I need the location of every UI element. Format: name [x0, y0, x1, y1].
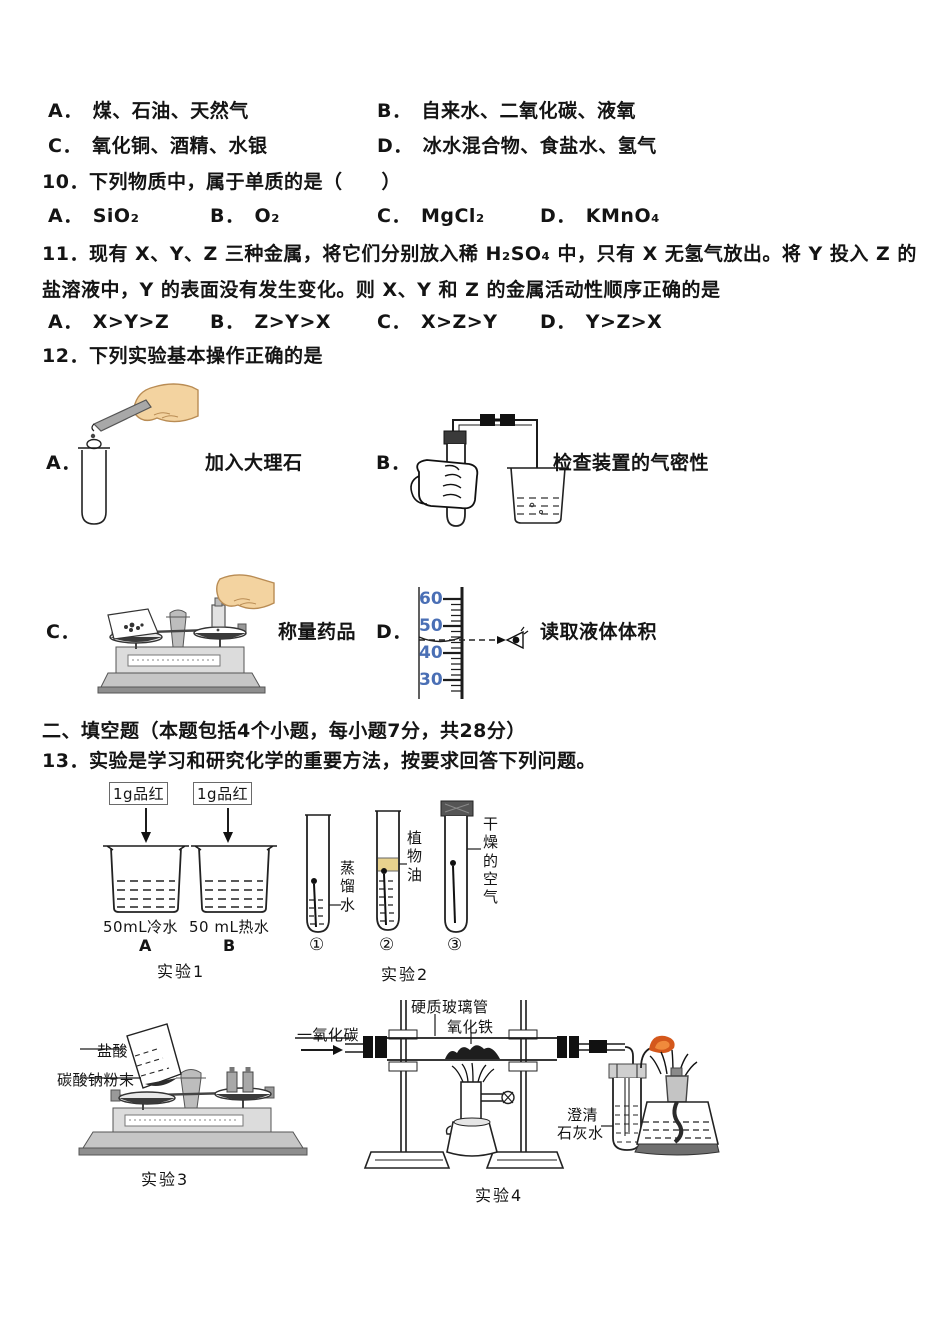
exp2-tubes-icon — [305, 800, 481, 933]
figure-a-add-solid-diagram — [78, 383, 199, 525]
q12-fig-b-label: B． — [376, 452, 411, 474]
q11-option-b: B．Z>Y>X — [210, 311, 332, 333]
left-pan-with-paper-icon — [107, 608, 163, 644]
experiment-2-figure: 蒸馏水 植物油 干燥的空气 ① ② ③ 实验2 — [295, 800, 540, 986]
exp1-sub-a: A — [139, 936, 152, 955]
q9-option-d: D．冰水混合物、食盐水、氢气 — [377, 135, 657, 157]
q11-option-a: A．X>Y>Z — [48, 311, 170, 333]
exp1-beakers-icon — [103, 808, 277, 913]
section2-header: 二、填空题（本题包括4个小题，每小题7分，共28分） — [42, 720, 526, 742]
graduated-cylinder-icon — [418, 587, 529, 699]
alcohol-lamp-icon — [634, 1049, 720, 1156]
balance-scale-icon — [97, 609, 266, 694]
beaker-icon — [103, 845, 189, 913]
q12-fig-c-caption: 称量药品 — [278, 621, 357, 643]
experiment-1-figure: 1g品红 1g品红 50mL冷水 50 mL热水 A B 实验1 — [95, 780, 285, 981]
q10-option-a: A．SiO₂ — [48, 205, 140, 227]
exp3-caption: 实验3 — [141, 1170, 190, 1189]
test-tube-icon — [78, 438, 110, 525]
q12-fig-c-label: C． — [46, 621, 80, 643]
q12-fig-a-caption: 加入大理石 — [205, 452, 303, 474]
q11-option-c: C．X>Z>Y — [377, 311, 498, 333]
q10-option-d: D．KMnO₄ — [540, 205, 660, 227]
q9-option-b: B．自来水、二氧化碳、液氧 — [377, 100, 636, 122]
exp3-label-sodium-carbonate: 碳酸钠粉末 — [57, 1071, 135, 1089]
exp3-balance-icon — [78, 1023, 308, 1156]
glass-tube-icon — [363, 1036, 625, 1061]
exp4-label-limewater-line1: 澄清 — [567, 1106, 599, 1124]
test-tube-oil-icon — [375, 810, 407, 931]
q11-option-d: D．Y>Z>X — [540, 311, 663, 333]
q9-option-a: A．煤、石油、天然气 — [48, 100, 249, 122]
down-arrow-icon — [141, 808, 233, 843]
exp4-apparatus-icon — [295, 1000, 720, 1169]
exp4-label-glass-tube: 硬质玻璃管 — [411, 998, 489, 1016]
exp2-label-dry-air: 干燥的空气 — [482, 815, 498, 907]
weights-icon — [214, 1067, 272, 1101]
cylinder-tick-50: 50 — [419, 616, 443, 636]
beaker-icon — [191, 845, 277, 913]
hand-icon — [216, 574, 275, 610]
hand-icon — [410, 459, 479, 510]
exp2-caption: 实验2 — [381, 965, 430, 984]
q10-stem: 10．下列物质中，属于单质的是（ ） — [42, 171, 401, 193]
q12-fig-d-label: D． — [376, 621, 412, 643]
test-tube-water-icon — [305, 814, 341, 933]
exp1-beaker-a-label: 50mL冷水 — [103, 918, 179, 936]
q12-stem: 12．下列实验基本操作正确的是 — [42, 345, 323, 367]
burner-icon — [445, 1062, 515, 1157]
figure-c-weighing-diagram — [97, 574, 275, 694]
delivery-tube-icon — [452, 414, 538, 506]
experiment-4-figure: 一氧化碳 硬质玻璃管 氧化铁 澄清 石灰水 实验4 — [295, 986, 730, 1206]
exp1-reagent-label-a: 1g品红 — [109, 782, 169, 805]
q12-fig-a-label: A． — [46, 452, 81, 474]
exp1-caption: 实验1 — [157, 962, 206, 981]
exp4-label-limewater-line2: 石灰水 — [557, 1124, 604, 1142]
tail-gas-flame-icon — [649, 1035, 675, 1054]
left-pan-beaker-icon — [80, 1023, 182, 1105]
exp1-sub-b: B — [223, 936, 236, 955]
iron-oxide-powder-icon — [445, 1045, 500, 1059]
exp3-label-hydrochloric-acid: 盐酸 — [97, 1042, 129, 1060]
exp1-beaker-b-label: 50 mL热水 — [189, 918, 270, 936]
q10-option-c: C．MgCl₂ — [377, 205, 485, 227]
exp2-tube1-number: ① — [309, 935, 325, 955]
test-tube-dry-air-icon — [440, 800, 481, 933]
beaker-icon — [507, 467, 569, 524]
balance-scale-icon — [78, 1069, 308, 1156]
spatula-icon — [91, 399, 152, 432]
eye-icon — [497, 626, 529, 650]
exp1-reagent-label-b: 1g品红 — [193, 782, 253, 805]
experiment-3-figure: 盐酸 碳酸钠粉末 实验3 — [55, 1016, 315, 1189]
q12-fig-b-caption: 检查装置的气密性 — [553, 452, 710, 474]
falling-solid-particle — [90, 433, 96, 439]
label-leader-lines — [434, 1014, 472, 1044]
cylinder-tick-30: 30 — [419, 670, 443, 690]
stand-icon — [363, 1000, 565, 1169]
q9-option-c: C．氧化铜、酒精、水银 — [48, 135, 268, 157]
exp4-caption: 实验4 — [475, 1186, 524, 1205]
exp2-label-distilled-water: 蒸馏水 — [339, 859, 355, 914]
figure-b-airtightness-diagram — [410, 414, 569, 527]
right-pan-icon — [193, 626, 247, 640]
figure-d-cylinder-diagram: 60 50 40 30 — [405, 583, 545, 703]
limewater-tube-icon — [601, 1046, 652, 1151]
q11-stem: 11．现有 X、Y、Z 三种金属，将它们分别放入稀 H₂SO₄ 中，只有 X 无… — [42, 243, 917, 301]
q13-stem: 13．实验是学习和研究化学的重要方法，按要求回答下列问题。 — [42, 750, 596, 772]
q10-option-b: B．O₂ — [210, 205, 280, 227]
q12-fig-d-caption: 读取液体体积 — [540, 621, 658, 643]
exp4-label-carbon-monoxide: 一氧化碳 — [297, 1026, 360, 1044]
cylinder-tick-60: 60 — [419, 589, 443, 609]
exp2-tube3-number: ③ — [447, 935, 463, 955]
cylinder-tick-40: 40 — [419, 643, 443, 663]
exp2-tube2-number: ② — [379, 935, 395, 955]
exp2-label-vegetable-oil: 植物油 — [406, 829, 422, 884]
gas-inlet-arrow-icon — [295, 1037, 365, 1055]
exp4-label-iron-oxide: 氧化铁 — [447, 1018, 494, 1036]
